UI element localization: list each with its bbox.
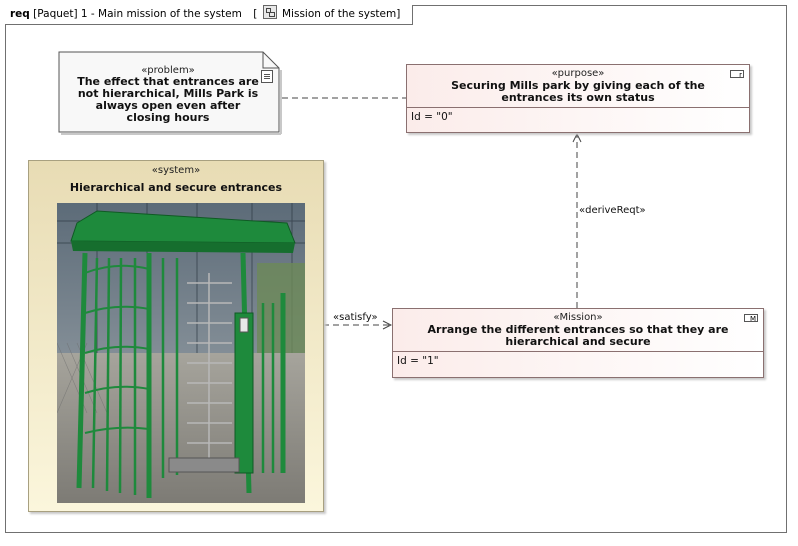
problem-stereotype: «problem» — [141, 65, 195, 76]
problem-text: The effect that entrances are not hierar… — [77, 75, 259, 124]
requirement-icon: r — [730, 70, 744, 79]
system-name: Hierarchical and secure entrances — [69, 181, 283, 194]
purpose-stereotype: «purpose» — [551, 68, 605, 79]
derive-label: «deriveReqt» — [579, 205, 646, 216]
document-icon — [261, 70, 273, 83]
turnstile-photo — [57, 203, 305, 503]
diagram-icon — [262, 5, 277, 19]
satisfy-label: «satisfy» — [333, 312, 378, 323]
frame-ref-label[interactable]: Mission of the system] — [282, 8, 401, 20]
system-stereotype: «system» — [151, 165, 201, 176]
frame-ref-bracket: [ — [253, 8, 258, 20]
mission-name: Arrange the different entrances so that … — [427, 323, 729, 348]
purpose-id: Id = "0" — [411, 111, 453, 123]
mission-icon: M — [744, 314, 758, 323]
frame-keyword: req — [10, 8, 30, 20]
mission-requirement[interactable]: M «Mission» Arrange the different entran… — [392, 308, 764, 378]
frame-header: req [Paquet] 1 - Main mission of the sys… — [5, 5, 414, 25]
mission-header: «Mission» Arrange the different entrance… — [393, 309, 763, 352]
system-block[interactable]: «system» Hierarchical and secure entranc… — [28, 160, 324, 512]
purpose-requirement[interactable]: r «purpose» Securing Mills park by givin… — [406, 64, 750, 133]
mission-id: Id = "1" — [397, 355, 439, 367]
frame-title: [Paquet] 1 - Main mission of the system — [33, 8, 242, 20]
purpose-name: Securing Mills park by giving each of th… — [451, 79, 705, 104]
problem-note[interactable]: «problem» The effect that entrances are … — [57, 50, 282, 135]
purpose-header: «purpose» Securing Mills park by giving … — [407, 65, 749, 108]
mission-stereotype: «Mission» — [553, 312, 603, 323]
